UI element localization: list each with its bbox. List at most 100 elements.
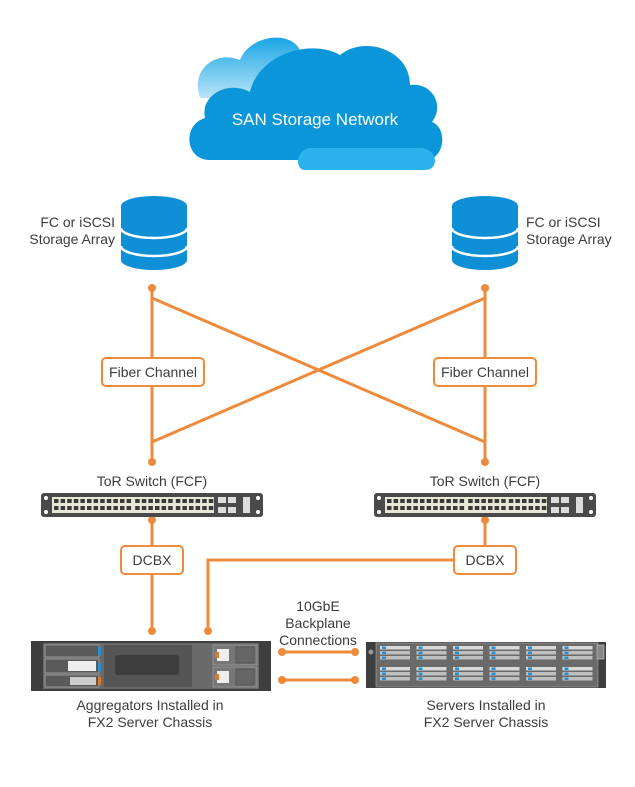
switch-port	[100, 499, 105, 503]
server-drive-bay	[416, 656, 447, 660]
drive-led	[564, 656, 569, 659]
switch-port	[433, 506, 438, 510]
server-drive-bay	[562, 656, 593, 660]
switch-port	[135, 506, 140, 510]
server-drive-bay	[416, 677, 447, 681]
storage-right-line1: FC or iSCSI	[526, 214, 601, 230]
drive-led	[382, 672, 386, 675]
switch-port	[387, 499, 392, 503]
switch-port	[126, 499, 132, 503]
switch-port	[87, 499, 92, 503]
drive-led	[418, 672, 423, 675]
switch-port	[106, 499, 112, 503]
switch-port	[508, 506, 514, 510]
tor-switch-right-icon	[374, 493, 596, 517]
server-drive-bay	[489, 672, 520, 676]
storage-array-right-icon	[450, 196, 520, 270]
switch-port	[501, 506, 506, 510]
switch-port	[528, 499, 534, 503]
drive-led	[382, 677, 386, 680]
drive-led	[491, 677, 496, 680]
drive-led	[382, 646, 386, 649]
server-drive-bay	[489, 646, 520, 650]
switch-port	[393, 506, 399, 510]
drive-led	[418, 656, 423, 659]
switch-port	[459, 506, 465, 510]
switch-port	[541, 506, 547, 510]
switch-port	[439, 499, 445, 503]
drive-led	[455, 667, 459, 670]
server-drive-bay	[416, 646, 447, 650]
drive-led	[564, 677, 569, 680]
switch-port	[459, 499, 465, 503]
switch-port	[522, 499, 527, 503]
switch-port	[413, 506, 418, 510]
cloud-label: SAN Storage Network	[231, 110, 399, 129]
dcbx-right-tag: DCBX	[453, 545, 517, 575]
drive-led	[418, 677, 423, 680]
switch-port	[481, 499, 486, 503]
drive-led	[564, 651, 569, 654]
drive-led	[455, 672, 459, 675]
server-drive-bay	[489, 667, 520, 671]
drive-led	[528, 656, 532, 659]
server-drive-bay	[489, 677, 520, 681]
switch-port	[387, 506, 392, 510]
switch-port	[161, 499, 167, 503]
server-drive-bay	[526, 651, 556, 655]
switch-port	[113, 499, 118, 503]
switch-port	[501, 499, 506, 503]
switch-port	[453, 499, 458, 503]
drive-led	[382, 656, 386, 659]
switch-port	[60, 499, 66, 503]
server-drive-bay	[416, 651, 447, 655]
switch-port	[420, 499, 425, 503]
drive-led	[382, 651, 386, 654]
switch-port	[182, 506, 187, 510]
switch-port	[126, 506, 132, 510]
backplane-line2: Backplane	[285, 615, 351, 631]
server-drive-bay	[453, 651, 483, 655]
server-drive-bay	[562, 672, 593, 676]
switch-port	[426, 506, 432, 510]
switch-port	[439, 506, 445, 510]
switch-port	[535, 499, 540, 503]
link-endpoints	[148, 284, 489, 684]
switch-port	[494, 506, 500, 510]
switch-port	[474, 506, 480, 510]
aggregators-label: Aggregators Installed in FX2 Server Chas…	[40, 697, 260, 731]
switch-port	[67, 499, 72, 503]
storage-right-line2: Storage Array	[526, 231, 612, 247]
switch-port	[393, 499, 399, 503]
drive-led	[455, 646, 459, 649]
switch-port	[135, 499, 140, 503]
switch-port	[541, 499, 547, 503]
storage-array-left-icon	[119, 196, 189, 270]
switch-port	[453, 506, 458, 510]
backplane-label: 10GbE Backplane Connections	[268, 598, 368, 649]
server-drive-bay	[380, 677, 410, 681]
server-drive-bay	[562, 651, 593, 655]
server-drive-bay	[489, 656, 520, 660]
drive-led	[491, 646, 496, 649]
server-drive-bay	[526, 672, 556, 676]
switch-port	[528, 506, 534, 510]
switch-port	[100, 506, 105, 510]
drive-led	[564, 646, 569, 649]
servers-line1: Servers Installed in	[426, 697, 546, 713]
switch-port	[93, 499, 99, 503]
switch-port	[508, 499, 514, 503]
servers-chassis-icon	[366, 642, 606, 688]
server-drive-bay	[380, 672, 410, 676]
storage-array-left-label: FC or iSCSI Storage Array	[20, 214, 115, 248]
server-drive-bay	[416, 672, 447, 676]
switch-port	[54, 506, 59, 510]
drive-led	[418, 646, 423, 649]
backplane-line1: 10GbE	[296, 598, 340, 614]
switch-port	[106, 506, 112, 510]
server-drive-bay	[562, 677, 593, 681]
server-drive-bay	[526, 646, 556, 650]
switch-port	[406, 506, 412, 510]
switch-port	[474, 499, 480, 503]
